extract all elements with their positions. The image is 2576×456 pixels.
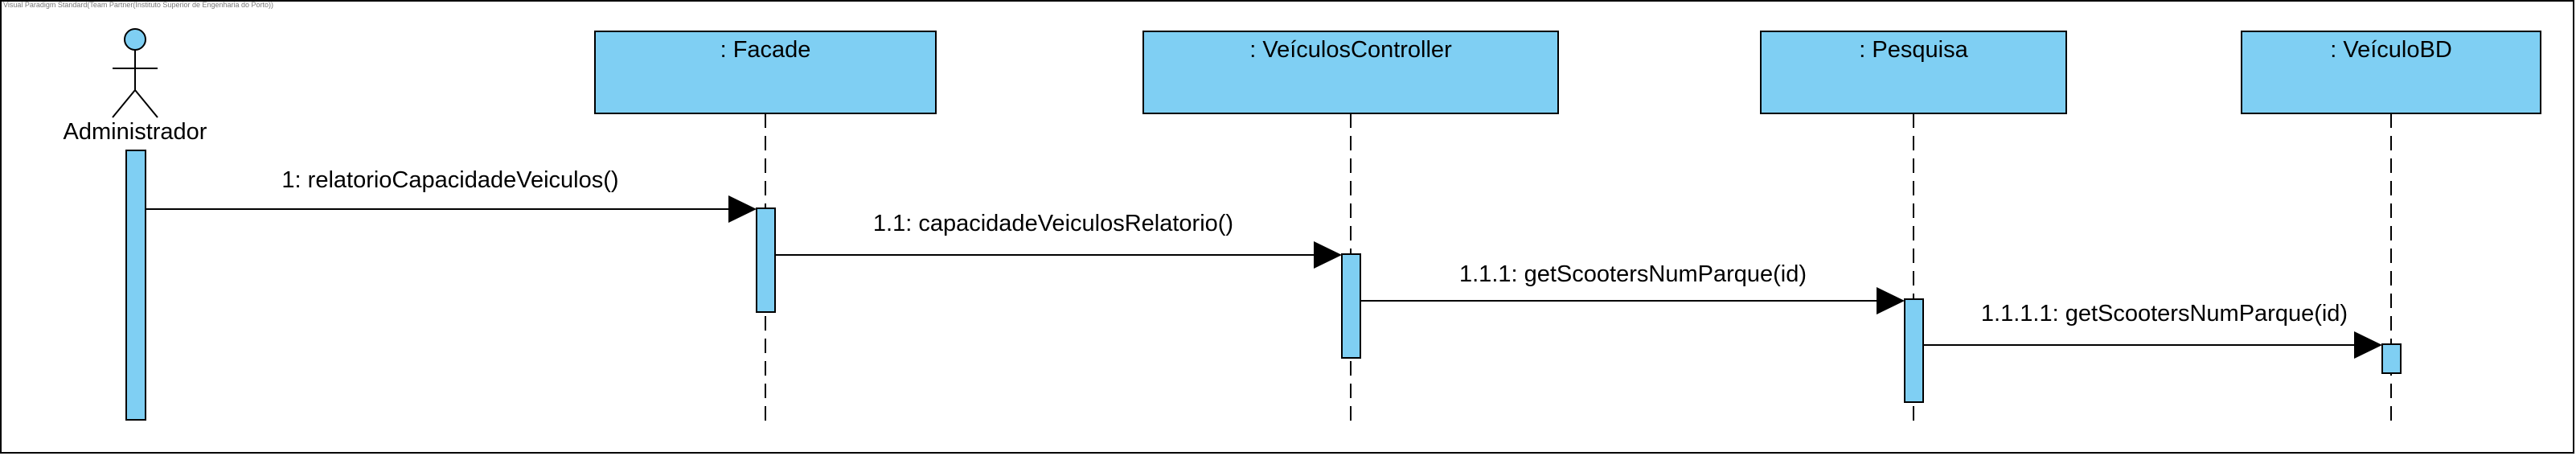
lifeline-facade-box [594, 31, 937, 114]
actor-administrador[interactable]: Administrador [64, 28, 207, 145]
lifeline-veiculos-controller-label: : VeículosController [1249, 37, 1452, 63]
message-1-1-1-1[interactable]: 1.1.1.1: getScootersNumParque(id) [1923, 301, 2382, 359]
message-1-arrowhead [728, 195, 757, 223]
message-1-1-1-1-label: 1.1.1.1: getScootersNumParque(id) [1981, 301, 2348, 327]
actor-right-leg [134, 89, 158, 118]
lifeline-veiculo-bd-label: : VeículoBD [2330, 37, 2452, 63]
lifeline-veiculo-bd-activation [2381, 343, 2402, 374]
message-1[interactable]: 1: relatorioCapacidadeVeiculos() [146, 167, 757, 223]
actor-activation [125, 150, 146, 421]
watermark-text: Visual Paradigm Standard(Team Partner(In… [3, 1, 274, 9]
lifeline-veiculos-controller-box [1142, 31, 1559, 114]
message-1-1-1-label: 1.1.1: getScootersNumParque(id) [1459, 261, 1807, 287]
actor-left-leg [112, 89, 136, 118]
message-1-1-arrowhead [1314, 241, 1342, 269]
lifeline-veiculos-controller[interactable]: : VeículosController [1142, 31, 1559, 114]
lifeline-facade-label: : Facade [720, 37, 811, 63]
lifeline-veiculos-controller-activation [1341, 253, 1361, 359]
lifeline-veiculo-bd[interactable]: : VeículoBD [2241, 31, 2541, 114]
actor-name: Administrador [64, 119, 207, 145]
message-1-label: 1: relatorioCapacidadeVeiculos() [281, 167, 618, 193]
lifeline-pesquisa-box [1760, 31, 2067, 114]
message-1-1-label: 1.1: capacidadeVeiculosRelatorio() [873, 211, 1233, 236]
lifeline-pesquisa[interactable]: : Pesquisa [1760, 31, 2067, 114]
message-1-1-1[interactable]: 1.1.1: getScootersNumParque(id) [1360, 261, 1905, 314]
lifeline-facade-activation [756, 207, 776, 313]
lifeline-facade[interactable]: : Facade [594, 31, 937, 114]
lifeline-pesquisa-label: : Pesquisa [1859, 37, 1968, 63]
actor-head [124, 28, 146, 51]
message-1-1[interactable]: 1.1: capacidadeVeiculosRelatorio() [775, 211, 1342, 269]
message-1-1-1-1-arrowhead [2354, 331, 2382, 359]
message-1-1-1-arrowhead [1877, 287, 1905, 314]
lifeline-pesquisa-activation [1904, 298, 1924, 403]
